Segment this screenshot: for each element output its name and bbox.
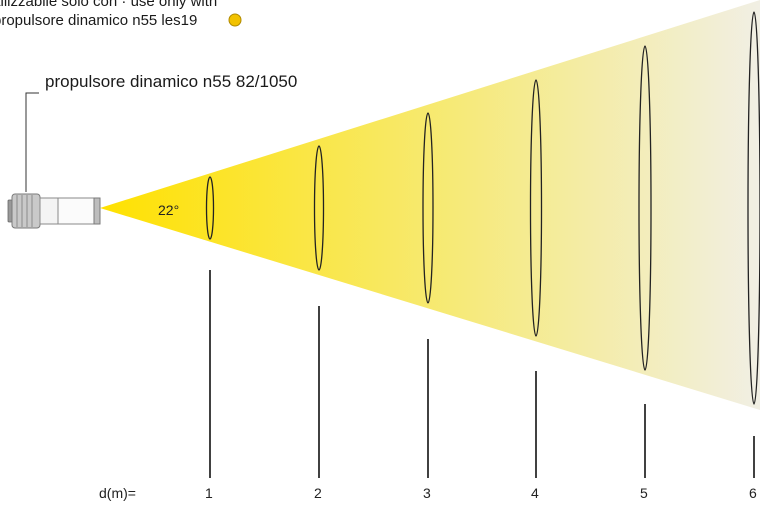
light-beam-cone [100, 0, 760, 410]
distance-value-6: 6 [749, 485, 757, 501]
distance-value-3: 3 [423, 485, 431, 501]
distance-value-1: 1 [205, 485, 213, 501]
beam-angle-label: 22° [158, 202, 179, 218]
use-only-with-note: utilizzabile solo con · use only with [0, 0, 217, 10]
fixture-model-label: propulsore dinamico n55 82/1050 [45, 72, 297, 92]
driver-indicator-dot [229, 14, 241, 26]
distance-value-5: 5 [640, 485, 648, 501]
distance-value-2: 2 [314, 485, 322, 501]
fixture-leader-line [26, 93, 39, 192]
driver-model-label: propulsore dinamico n55 les19 [0, 12, 197, 29]
fixture-icon [8, 194, 100, 228]
distance-value-4: 4 [531, 485, 539, 501]
distance-axis-label: d(m)= [99, 485, 136, 501]
